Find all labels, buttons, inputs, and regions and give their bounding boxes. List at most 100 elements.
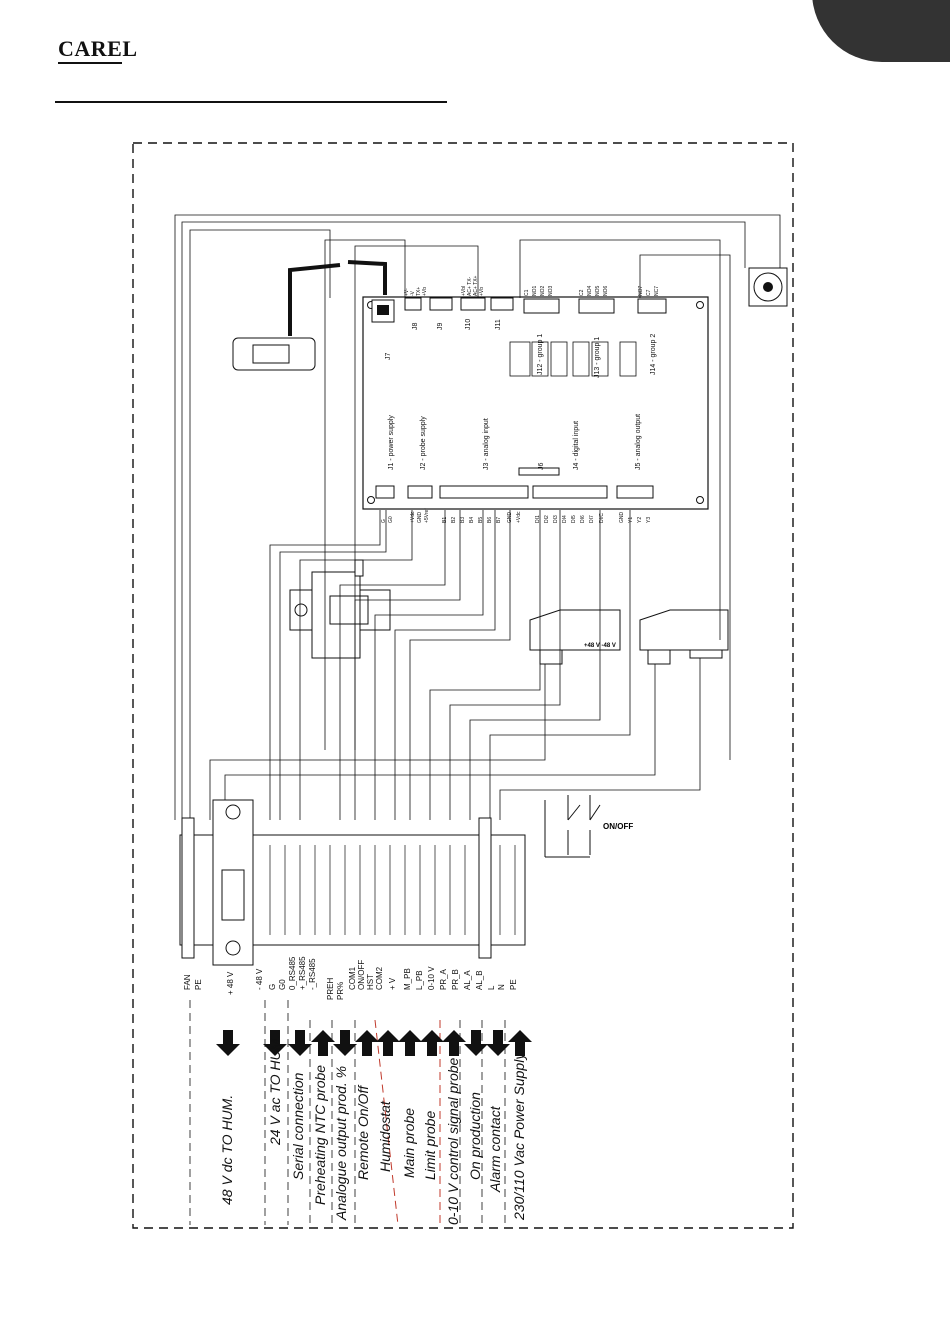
diagram-label: Preheating NTC probe <box>312 1065 328 1205</box>
diagram-label: HST <box>366 974 375 990</box>
arrow-down-icon <box>216 1030 240 1056</box>
arrow-up-icon <box>420 1030 444 1056</box>
diagram-label: +Vdc <box>410 511 416 523</box>
diagram-label: DI3 <box>553 515 559 523</box>
diagram-label: + V <box>388 977 397 990</box>
diagram-label: Serial connection <box>290 1072 306 1180</box>
label-j5: J5 - analog output <box>635 414 642 470</box>
arrow-up-icon <box>508 1030 532 1056</box>
arrow-up-icon <box>355 1030 379 1056</box>
display-terminal-icon <box>232 260 387 371</box>
diagram-label: PR% <box>336 982 345 1000</box>
label-relay-g2: J14 - group 2 <box>650 334 657 375</box>
diagram-label: L <box>487 985 496 990</box>
diagram-label: AL_B <box>475 970 484 990</box>
power-supply-unit-1 <box>529 609 621 665</box>
diagram-label: GND <box>507 512 513 524</box>
power-supply-unit-2 <box>639 609 729 665</box>
diagram-label: -V <box>410 290 416 296</box>
header-rule <box>55 101 447 103</box>
diagram-label: FAN <box>183 974 192 990</box>
connector-j6 <box>518 467 560 476</box>
diagram-label: G <box>268 984 277 990</box>
diagram-label: NO4 <box>587 286 593 297</box>
diagram-label: PE <box>509 979 518 990</box>
diagram-label: NO3 <box>548 286 554 297</box>
diagram-label: +5Vref <box>424 508 430 523</box>
arrow-down-icon <box>464 1030 488 1056</box>
label-j1: J1 - power supply <box>388 415 395 470</box>
diagram-label: +V- <box>404 288 410 296</box>
label-j3: J3 - analog input <box>483 418 490 470</box>
arrow-down-icon <box>263 1030 287 1056</box>
diagram-label: DI1 <box>535 515 541 523</box>
diagram-label: B1 <box>442 517 448 523</box>
relay-terminal-g2 <box>637 298 667 314</box>
function-labels: 48 V dc TO HUM. 24 V ac TO HUM. Serial c… <box>219 1035 527 1225</box>
wires <box>174 214 781 820</box>
diagram-label: NO2 <box>540 286 546 297</box>
diagram-label: 24 V ac TO HUM. <box>267 1035 283 1146</box>
diagram-label: G <box>381 519 387 523</box>
diagram-label: PR_A <box>439 968 448 990</box>
diagram-label: PE <box>194 979 203 990</box>
diagram-label: PREH <box>326 978 335 1000</box>
mount-hole <box>367 496 375 504</box>
terminal-j3 <box>439 485 529 499</box>
diagram-label: TX+ <box>416 287 422 296</box>
diagram-label: GND <box>417 512 423 524</box>
connector-j10 <box>460 297 486 311</box>
diagram-label: Y2 <box>637 517 643 523</box>
diagram-label: B3 <box>460 517 466 523</box>
terminal-j2 <box>407 485 433 499</box>
relay-terminal-g1b <box>578 298 615 314</box>
diagram-label: On production <box>467 1092 483 1180</box>
on-off-switch-icon <box>544 795 601 858</box>
terminal-j1 <box>375 485 395 499</box>
diagram-label: DI4 <box>562 515 568 523</box>
diagram-label: NO7 <box>638 286 644 297</box>
label-j10: J10 <box>465 319 472 330</box>
diagram-label: +Vdc <box>516 511 522 523</box>
diagram-label: B7 <box>496 517 502 523</box>
diagram-label: Y1 <box>628 517 634 523</box>
terminal-strip <box>179 799 526 966</box>
diagram-label: +Vb <box>422 287 428 296</box>
arrow-up-icon <box>442 1030 466 1056</box>
diagram-label: DI/C <box>599 513 605 523</box>
diagram-label: Main probe <box>401 1108 417 1178</box>
diagram-label: 0-10 V control signal probe <box>445 1057 461 1225</box>
diagram-label: GND <box>619 512 625 524</box>
arrow-down-icon <box>333 1030 357 1056</box>
diagram-label: COM2 <box>375 966 384 990</box>
diagram-label: DI7 <box>589 515 595 523</box>
diagram-label: 48 V dc TO HUM. <box>219 1095 235 1205</box>
leader-lines <box>189 1000 506 1225</box>
diagram-label: AL_A <box>463 970 472 990</box>
label-j6: J6 <box>538 463 545 471</box>
diagram-label: COM1 <box>348 966 357 990</box>
arrow-up-icon <box>376 1030 400 1056</box>
diagram-label: B2 <box>451 517 457 523</box>
carel-logo: CAREL <box>58 36 138 61</box>
dashed-frame <box>132 142 794 1229</box>
arrow-down-icon <box>486 1030 510 1056</box>
diagram-label: ON/OFF <box>357 960 366 990</box>
connector-j9 <box>429 297 453 311</box>
diagram-label: L_PB <box>415 970 424 990</box>
relay-terminal-g1 <box>523 298 560 314</box>
diagram-label: C7 <box>646 289 652 296</box>
diagram-label: Y3 <box>646 517 652 523</box>
diagram-label: Remote On/Off <box>355 1084 371 1180</box>
diagram-label: C2 <box>579 289 585 296</box>
diagram-label: NO1 <box>532 286 538 297</box>
relay-blocks <box>509 341 637 377</box>
diagram-label: 0_RS485 <box>288 956 297 990</box>
diagram-label: NO5 <box>595 286 601 297</box>
mount-hole <box>696 301 704 309</box>
label-j7: J7 <box>385 353 392 361</box>
label-j2: J2 - probe supply <box>420 416 427 470</box>
direction-arrows <box>216 1030 532 1056</box>
diagram-label: N <box>497 984 506 990</box>
